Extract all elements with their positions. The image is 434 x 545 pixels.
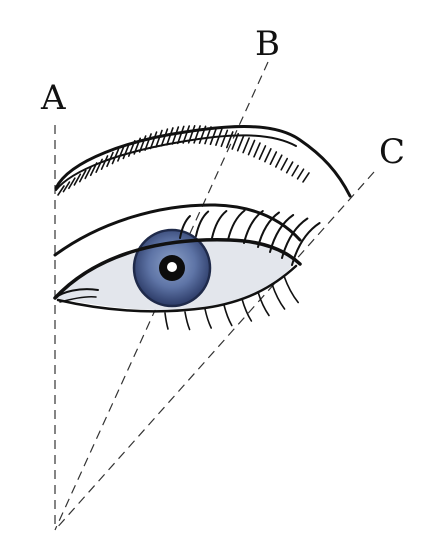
label-c: C bbox=[379, 132, 405, 172]
eye-icon bbox=[53, 203, 321, 331]
eyebrow bbox=[54, 125, 352, 198]
upper-eyelashes bbox=[179, 209, 321, 266]
lower-eyelashes bbox=[164, 275, 299, 331]
eyebrow-hairs bbox=[57, 125, 310, 196]
label-a: A bbox=[40, 78, 66, 118]
pupil-highlight bbox=[167, 262, 177, 272]
guide-line-c bbox=[54, 171, 375, 531]
label-b: B bbox=[255, 24, 280, 64]
